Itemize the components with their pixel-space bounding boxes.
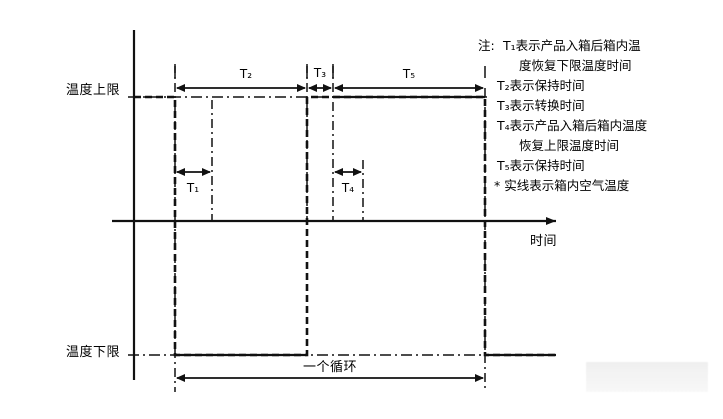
legend-line-4: T₄表示产品入箱后箱内温度 <box>496 118 648 133</box>
legend-note-block: 注: T₁表示产品入箱后箱内温 度恢复下限温度时间 T₂表示保持时间 T₃表示转… <box>478 38 648 193</box>
span-label-t4: T₄ <box>341 181 354 195</box>
span-label-t1: T₁ <box>186 181 199 195</box>
legend-line-2: T₂表示保持时间 <box>496 78 585 93</box>
legend-line-1: 度恢复下限温度时间 <box>519 58 632 73</box>
span-label-t3: T₃ <box>313 66 326 80</box>
y-axis-upper-label: 温度上限 <box>66 82 120 98</box>
watermark <box>586 362 708 392</box>
axes <box>112 30 556 380</box>
span-arrows <box>176 84 484 382</box>
legend-line-3: T₃表示转换时间 <box>496 98 585 113</box>
vertical-guides <box>174 64 486 392</box>
x-axis-label: 时间 <box>530 234 557 249</box>
span-label-cycle: 一个循环 <box>303 360 357 375</box>
figure-caption-cropped <box>0 402 723 416</box>
legend-line-0: T₁表示产品入箱后箱内温 <box>502 38 641 53</box>
legend-line-5: 恢复上限温度时间 <box>519 138 619 153</box>
legend-line-6: T₅表示保持时间 <box>496 158 585 173</box>
span-tick-caps <box>174 66 486 78</box>
temperature-waveform <box>134 95 556 357</box>
waveform-dashed-envelope <box>134 95 556 357</box>
x-axis-arrowhead <box>546 217 556 225</box>
y-axis-lower-label: 温度下限 <box>66 344 120 360</box>
legend-line-7: * 实线表示箱内空气温度 <box>494 178 630 193</box>
span-label-t2: T₂ <box>239 67 252 81</box>
span-label-t5: T₅ <box>402 67 415 81</box>
legend-prefix: 注: <box>478 38 495 53</box>
